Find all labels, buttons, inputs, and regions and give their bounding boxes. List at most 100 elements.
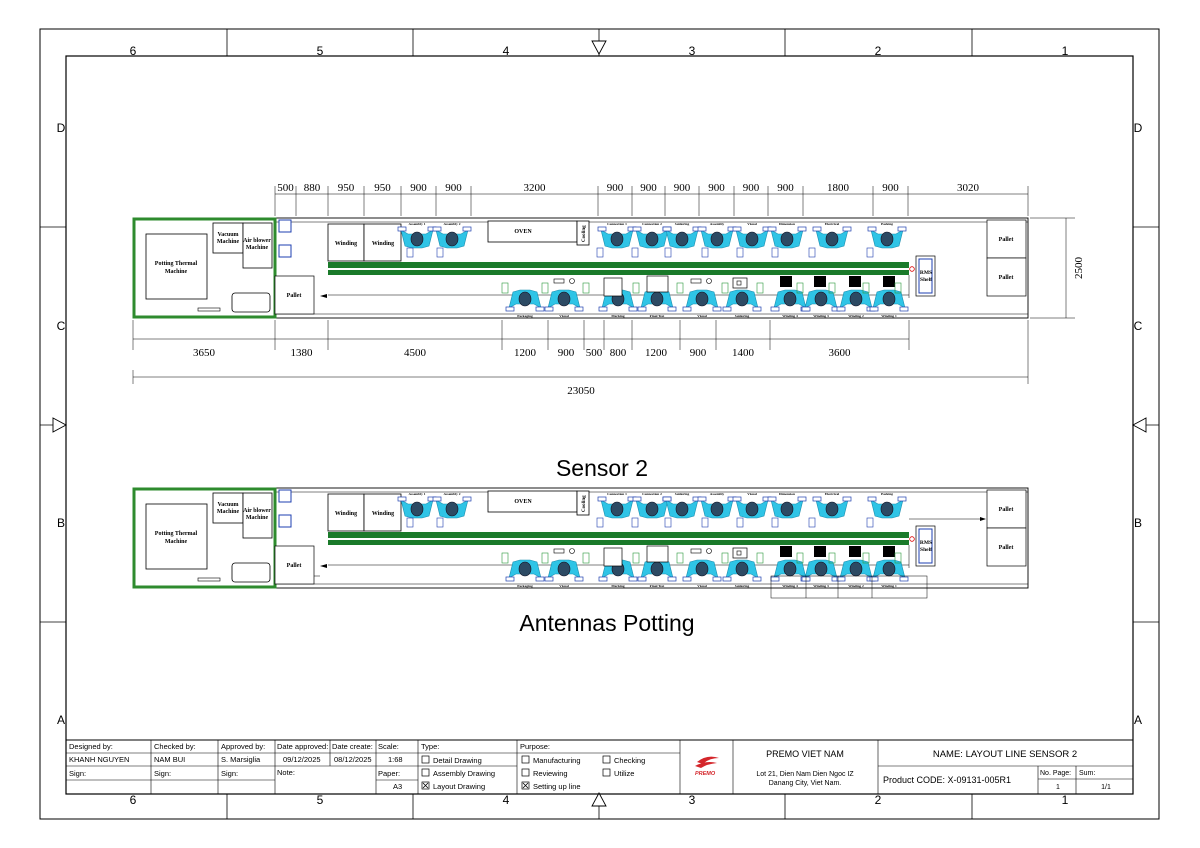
winding-machine-small bbox=[814, 276, 826, 287]
outer-border bbox=[39, 28, 1160, 820]
operator-head-icon bbox=[675, 231, 689, 247]
operator-head-icon bbox=[557, 561, 571, 577]
operator-head-icon bbox=[518, 291, 532, 307]
fixture-icon bbox=[808, 517, 816, 528]
operator-head-icon bbox=[695, 561, 709, 577]
final-test-machine bbox=[646, 275, 669, 293]
zone-col-bottom: 1 bbox=[1062, 793, 1069, 807]
operator-head-icon bbox=[880, 501, 894, 517]
fixture-icon bbox=[796, 552, 804, 564]
operator-head-icon bbox=[814, 291, 828, 307]
operator-station: Winding 1 bbox=[869, 289, 909, 318]
fixture-icon bbox=[721, 282, 729, 294]
small-plate bbox=[197, 307, 221, 312]
dim-value-top: 880 bbox=[304, 182, 321, 194]
operation-label: Winding 4 bbox=[782, 584, 798, 588]
tray-icon bbox=[869, 576, 879, 582]
fixture-icon bbox=[808, 247, 816, 258]
pallet-right-1-label: Pallet bbox=[999, 507, 1014, 513]
tray-icon bbox=[797, 226, 807, 232]
operation-label: Packaging bbox=[517, 584, 533, 588]
zone-row-right: D bbox=[1134, 121, 1143, 135]
vacuum-machine bbox=[212, 492, 244, 524]
operator-station: Visual bbox=[544, 289, 584, 318]
dim-value-top: 900 bbox=[882, 182, 899, 194]
operation-label: Connection 2 bbox=[642, 222, 662, 226]
pallet-right-1 bbox=[986, 219, 1027, 259]
soldering-station bbox=[732, 547, 748, 559]
company-address-1: Lot 21, Dien Nam Dien Ngoc IZ bbox=[756, 771, 854, 778]
dim-value-top: 900 bbox=[674, 182, 691, 194]
tray-icon bbox=[899, 576, 909, 582]
tray-icon bbox=[667, 306, 677, 312]
purpose-manufacturing-label: Manufacturing bbox=[533, 756, 581, 765]
tray-icon bbox=[842, 496, 852, 502]
operator-head-icon bbox=[735, 561, 749, 577]
tool-icon bbox=[690, 548, 702, 554]
operator-station: Winding 3 bbox=[801, 289, 841, 318]
rms-shelf-label-line: Shelf bbox=[920, 277, 932, 283]
type-detail[interactable]: Detail Drawing bbox=[421, 755, 482, 765]
type-layout[interactable]: Layout Drawing bbox=[421, 781, 485, 791]
oven bbox=[487, 220, 578, 243]
checked-by-value: NAM BUI bbox=[154, 755, 185, 764]
oven-label: OVEN bbox=[514, 499, 532, 505]
tray-icon bbox=[869, 306, 879, 312]
tray-icon bbox=[867, 226, 877, 232]
fixture-icon bbox=[436, 517, 444, 528]
bin-icon bbox=[278, 219, 292, 233]
tray-icon bbox=[842, 226, 852, 232]
tray-icon bbox=[682, 576, 692, 582]
air-blower-label-line: Machine bbox=[246, 515, 269, 521]
potting-thermal-label-line: Potting Thermal bbox=[155, 261, 198, 267]
final-test-machine bbox=[646, 545, 669, 563]
date-create-label: Date create: bbox=[332, 742, 373, 751]
fixture-icon bbox=[866, 517, 874, 528]
sign-label-1: Sign: bbox=[69, 769, 86, 778]
operator-head-icon bbox=[745, 231, 759, 247]
potting-room bbox=[132, 487, 277, 589]
tray-icon bbox=[899, 306, 909, 312]
operation-label: Dimension bbox=[779, 492, 795, 496]
tray-icon bbox=[770, 576, 780, 582]
fixture-icon bbox=[771, 247, 779, 258]
operator-head-icon bbox=[882, 561, 896, 577]
pallet-left bbox=[274, 545, 315, 585]
tray-icon bbox=[597, 496, 607, 502]
date-approved-label: Date approved: bbox=[277, 742, 328, 751]
operation-label: Visual bbox=[559, 314, 568, 318]
operation-label: Visual bbox=[697, 314, 706, 318]
type-detail-label: Detail Drawing bbox=[433, 756, 482, 765]
dim-value-bottom: 800 bbox=[610, 347, 627, 359]
pallet-left-label: Pallet bbox=[287, 563, 302, 569]
fixture-icon bbox=[664, 517, 672, 528]
type-assembly-label: Assembly Drawing bbox=[433, 769, 495, 778]
operator-head-icon bbox=[780, 231, 794, 247]
fixture-icon bbox=[894, 552, 902, 564]
dim-value-bottom: 1200 bbox=[514, 347, 537, 359]
purpose-setting-up-line[interactable]: Setting up line bbox=[521, 781, 581, 791]
winding-machine-2 bbox=[363, 493, 402, 532]
purpose-utilize[interactable]: Utilize bbox=[602, 768, 634, 778]
pallet-left bbox=[274, 275, 315, 315]
dim-value-height: 2500 bbox=[1073, 257, 1085, 280]
purpose-manufacturing[interactable]: Manufacturing bbox=[521, 755, 581, 765]
winding-label-2: Winding bbox=[372, 241, 394, 247]
rms-shelf bbox=[915, 255, 936, 297]
purpose-checking[interactable]: Checking bbox=[602, 755, 645, 765]
arrow-icon bbox=[320, 294, 327, 298]
tool-icon bbox=[706, 278, 712, 284]
operator-head-icon bbox=[610, 501, 624, 517]
operator-station: Connection 1 bbox=[597, 222, 637, 249]
operator-station: Assembly 1 bbox=[397, 222, 437, 249]
tray-icon bbox=[722, 576, 732, 582]
zone-row-left: C bbox=[57, 319, 66, 333]
purpose-reviewing[interactable]: Reviewing bbox=[521, 768, 568, 778]
zone-row-left: B bbox=[57, 516, 65, 530]
operator-head-icon bbox=[710, 501, 724, 517]
operator-station: Soldering bbox=[662, 492, 702, 519]
zone-col-bottom: 2 bbox=[875, 793, 882, 807]
type-assembly[interactable]: Assembly Drawing bbox=[421, 768, 495, 778]
